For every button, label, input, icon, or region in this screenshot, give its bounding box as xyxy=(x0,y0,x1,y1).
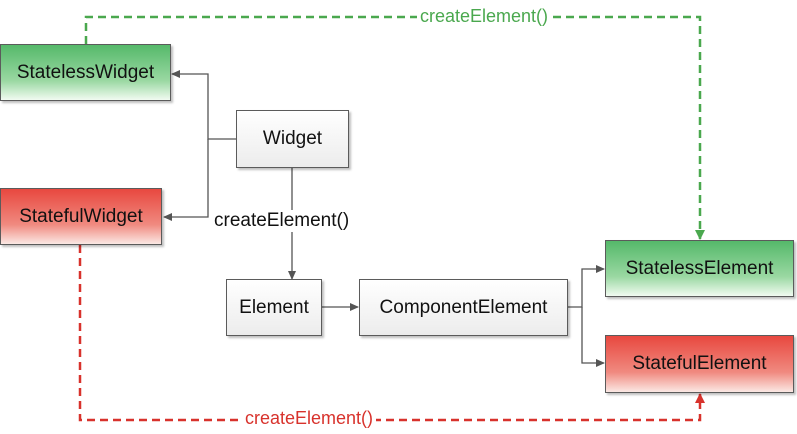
edge-label-top: createElement() xyxy=(417,6,552,27)
node-widget: Widget xyxy=(236,110,349,168)
node-element-label: Element xyxy=(239,296,309,318)
node-stateless-widget: StatelessWidget xyxy=(0,44,171,101)
node-widget-label: Widget xyxy=(262,128,323,149)
node-stateful-widget-label: StatefulWidget xyxy=(19,205,143,227)
edge-widget-to-stateful-widget xyxy=(163,139,209,221)
node-stateful-element: StatefulElement xyxy=(605,335,794,393)
edge-widget-to-stateless-widget xyxy=(171,70,236,140)
node-stateless-widget-label: StatelessWidget xyxy=(16,61,155,83)
edge-label-bottom: createElement() xyxy=(242,408,377,429)
node-stateless-element-label: StatelessElement xyxy=(625,257,774,279)
edge-component-to-stateful-element xyxy=(581,307,605,367)
node-stateful-element-label: StatefulElement xyxy=(632,353,767,374)
edge-label-middle: createElement() xyxy=(211,210,353,232)
node-stateful-widget: StatefulWidget xyxy=(0,188,162,245)
edge-component-to-stateless-element xyxy=(567,265,605,308)
node-component-element-label: ComponentElement xyxy=(379,296,548,318)
edge-stateless-create-element xyxy=(84,15,705,240)
node-stateless-element: StatelessElement xyxy=(605,240,794,297)
node-component-element: ComponentElement xyxy=(359,279,568,336)
node-element: Element xyxy=(226,279,322,336)
edge-stateful-create-element xyxy=(78,245,705,422)
